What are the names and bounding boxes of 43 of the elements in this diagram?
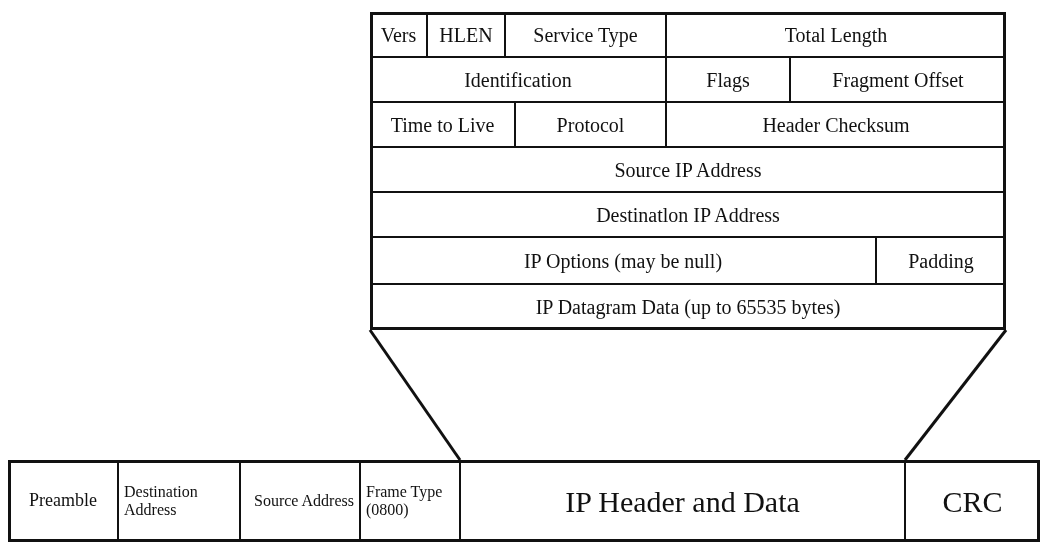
field-cell bbox=[370, 12, 427, 57]
field-cell bbox=[666, 102, 1006, 147]
field-label: Protocol bbox=[556, 113, 625, 136]
field-cell bbox=[118, 460, 240, 542]
field-cell bbox=[427, 12, 505, 57]
field-label: CRC bbox=[942, 484, 1003, 518]
field-cell bbox=[666, 12, 1006, 57]
field-label: Header Checksum bbox=[762, 113, 910, 136]
ethernet-frame bbox=[8, 460, 1040, 542]
field-label: Flags bbox=[706, 68, 750, 91]
field-label: IP Options (may be null) bbox=[523, 249, 723, 272]
field-cell bbox=[876, 237, 1006, 284]
field-label: HLEN bbox=[439, 23, 493, 46]
field-label: Destinatlon IP Address bbox=[596, 203, 780, 226]
field-label: Identification bbox=[464, 68, 572, 91]
field-cell bbox=[515, 102, 666, 147]
field-label: Total Length bbox=[784, 23, 888, 46]
field-label: Source IP Address bbox=[614, 158, 762, 181]
field-label: Time to Live bbox=[390, 113, 495, 136]
field-label: Preamble bbox=[29, 491, 97, 511]
field-label: IP Header and Data bbox=[565, 484, 800, 518]
field-cell bbox=[505, 12, 666, 57]
field-cell bbox=[370, 102, 515, 147]
field-cell bbox=[666, 57, 790, 102]
field-label: Source Address bbox=[254, 492, 354, 510]
field-label: Fragment Offset bbox=[832, 68, 964, 91]
expansion-line bbox=[368, 329, 462, 461]
field-cell bbox=[790, 57, 1006, 102]
ip-datagram-table bbox=[370, 12, 1006, 330]
field-label: IP Datagram Data (up to 65535 bytes) bbox=[535, 296, 841, 318]
field-cell bbox=[240, 460, 360, 542]
field-cell bbox=[370, 192, 1006, 237]
field-label: Service Type bbox=[533, 23, 638, 46]
field-label: Vers bbox=[380, 23, 417, 46]
field-cell bbox=[370, 147, 1006, 192]
field-label: Destination Address bbox=[124, 483, 199, 519]
field-cell bbox=[460, 460, 905, 542]
field-cell bbox=[370, 237, 876, 284]
field-cell bbox=[370, 57, 666, 102]
field-cell bbox=[360, 460, 460, 542]
expansion-line bbox=[903, 329, 1008, 461]
field-label: Frame Type (0800) bbox=[366, 483, 444, 519]
field-label: Padding bbox=[908, 249, 974, 272]
